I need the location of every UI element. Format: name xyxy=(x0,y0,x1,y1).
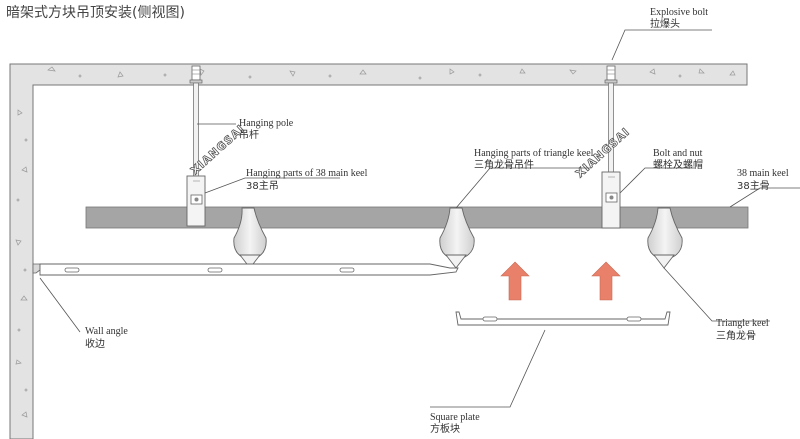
label-triangle-hanger-en: Hanging parts of triangle keel xyxy=(474,148,594,159)
main-keel-hanger-left xyxy=(186,175,206,227)
main-keel-hanger-right xyxy=(601,171,621,229)
hanging-pole-right xyxy=(608,82,614,183)
install-direction-arrow-1 xyxy=(500,261,530,301)
label-wall-angle-cn: 收边 xyxy=(85,337,105,350)
diagram-title: 暗架式方块吊顶安装(侧视图) xyxy=(6,5,185,21)
label-hanging-pole-cn: 吊杆 xyxy=(239,129,259,141)
label-main-keel-cn: 38主骨 xyxy=(737,180,770,192)
label-bolt-nut-cn: 螺栓及螺帽 xyxy=(653,158,703,171)
label-bolt-nut-en: Bolt and nut xyxy=(653,148,703,159)
label-triangle-keel-cn: 三角龙骨 xyxy=(716,329,756,342)
explosive-bolt-left xyxy=(189,65,203,84)
loose-square-plate xyxy=(455,311,671,326)
label-main-keel-hanger-en: Hanging parts of 38 main keel xyxy=(246,168,368,179)
triangle-keel-clip-2 xyxy=(439,207,475,269)
label-square-plate-cn: 方板块 xyxy=(430,422,460,435)
installed-square-plate xyxy=(39,263,459,276)
label-triangle-hanger-cn: 三角龙骨吊件 xyxy=(474,158,534,171)
label-square-plate-en: Square plate xyxy=(430,412,480,423)
label-main-keel-hanger-cn: 38主吊 xyxy=(246,180,279,192)
triangle-keel-clip-1 xyxy=(233,207,267,269)
install-direction-arrow-2 xyxy=(591,261,621,301)
main-keel-38 xyxy=(85,206,749,229)
concrete-slab xyxy=(9,63,748,439)
label-explosive-bolt-en: Explosive bolt xyxy=(650,7,708,18)
label-main-keel-en: 38 main keel xyxy=(737,168,789,179)
concrete-texture xyxy=(15,66,736,418)
label-wall-angle-en: Wall angle xyxy=(85,326,128,337)
triangle-keel-clip-3 xyxy=(647,207,683,269)
explosive-bolt-right xyxy=(604,65,618,84)
label-hanging-pole-en: Hanging pole xyxy=(239,118,294,129)
label-explosive-bolt-cn: 拉爆头 xyxy=(650,17,680,30)
leader-lines xyxy=(39,29,800,408)
label-triangle-keel-en: Triangle keel xyxy=(716,318,769,329)
wall-angle xyxy=(32,263,41,274)
